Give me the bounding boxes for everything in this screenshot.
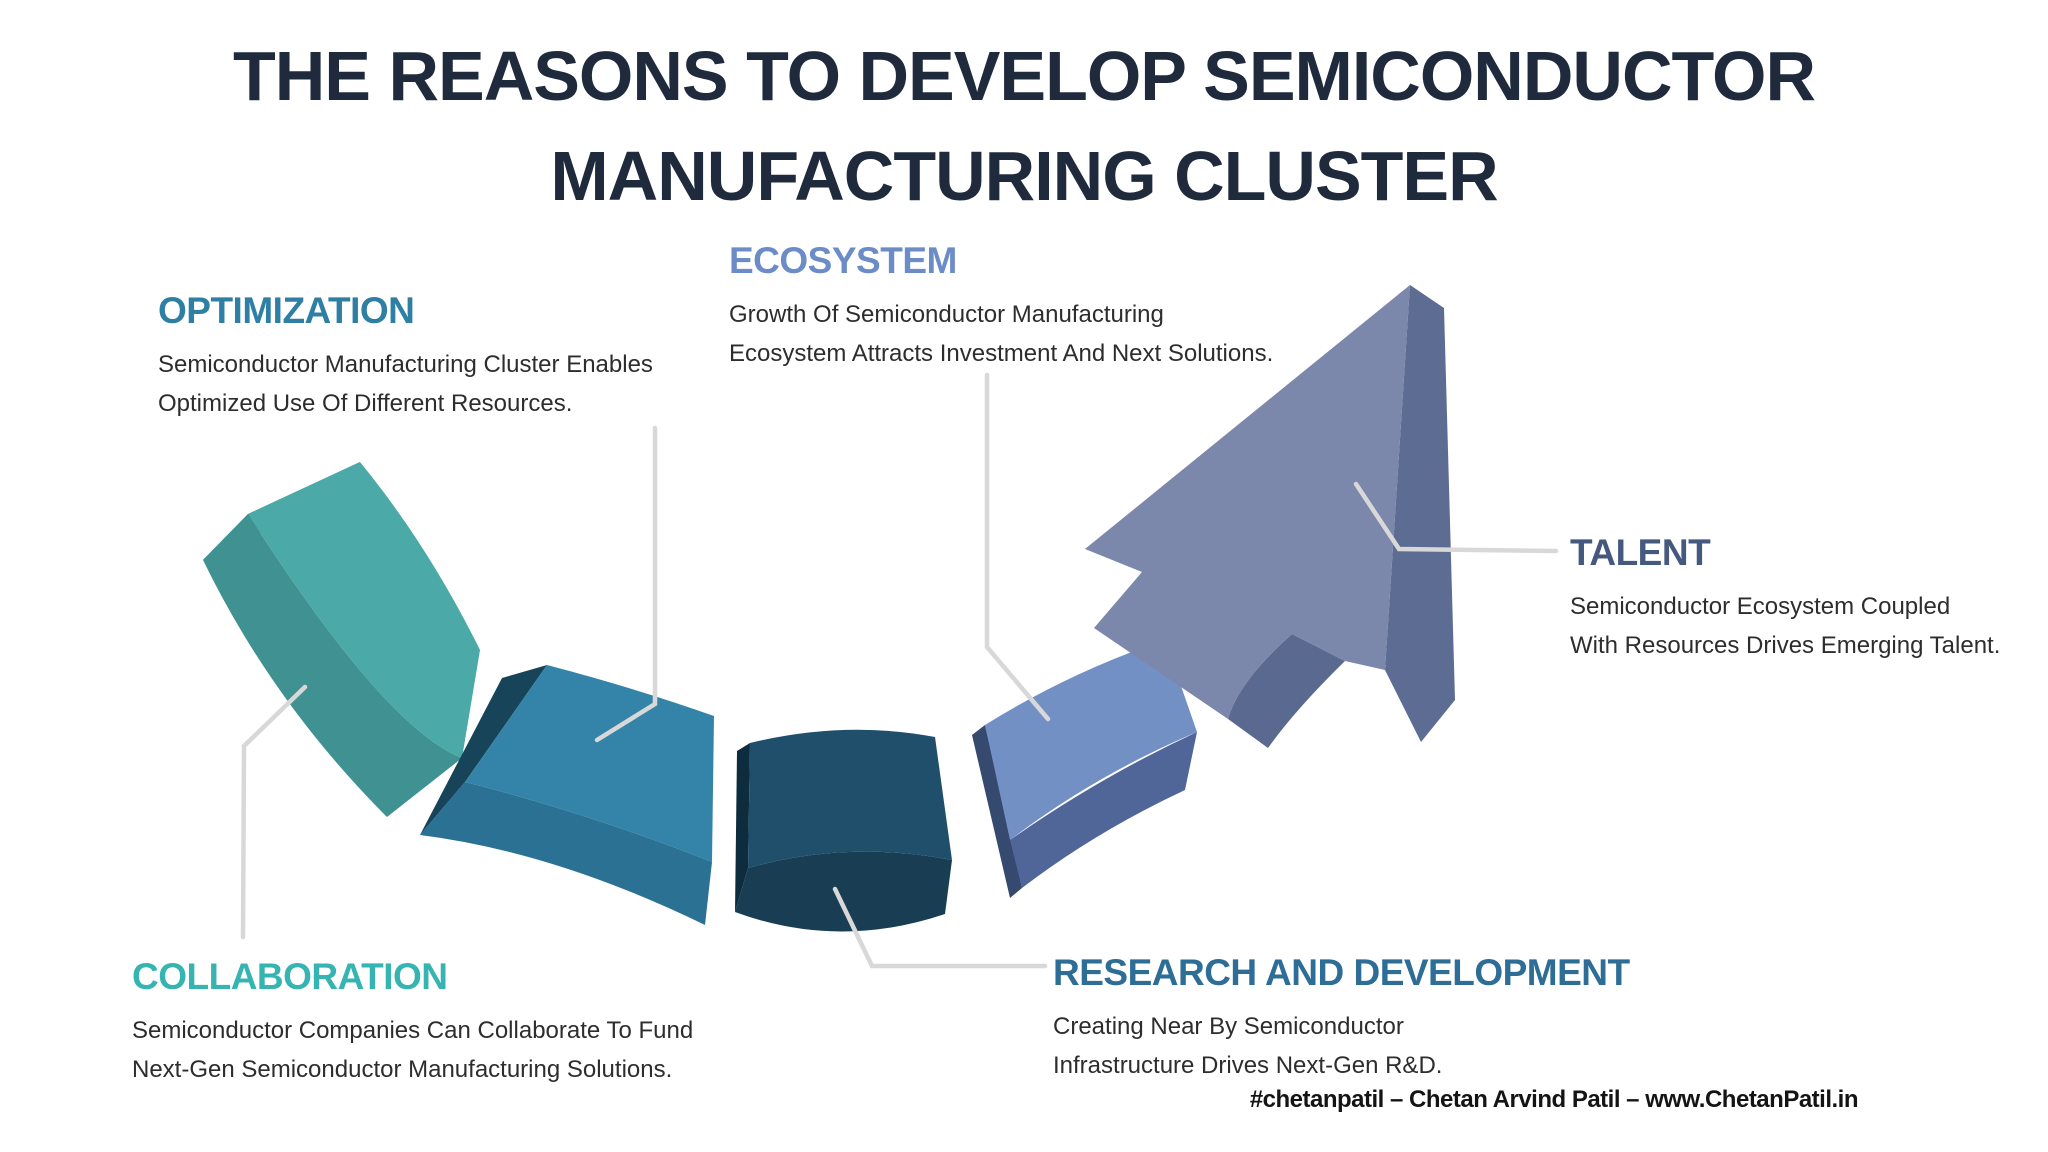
- segment-collaboration-side-face: [203, 514, 462, 817]
- leader-line-ecosystem: [984, 372, 1051, 722]
- arrow-right-side-face: [1385, 285, 1455, 742]
- research-text-line1: Creating Near By Semiconductor: [1053, 1012, 1404, 1040]
- leader-line-talent: [1353, 481, 1559, 554]
- page-title-line1: THE REASONS TO DEVELOP SEMICONDUCTOR: [233, 37, 1816, 115]
- ecosystem-text-line1: Growth Of Semiconductor Manufacturing: [729, 300, 1164, 328]
- leader-line-collaboration: [240, 684, 308, 940]
- collaboration-text-line1: Semiconductor Companies Can Collaborate …: [132, 1016, 694, 1044]
- optimization-heading: OPTIMIZATION: [158, 290, 415, 331]
- segment-ecosystem-side-face: [1010, 732, 1197, 888]
- segment-ecosystem-endcap: [972, 725, 1022, 898]
- arrow-front-face: [1085, 285, 1410, 719]
- segment-optimization: [420, 665, 714, 925]
- arrow-tail-side-face: [1228, 634, 1345, 748]
- footer-credit: #chetanpatil – Chetan Arvind Patil – www…: [1249, 1086, 1859, 1113]
- segment-research-endcap: [735, 743, 750, 912]
- page-title-line2: MANUFACTURING CLUSTER: [550, 137, 1498, 215]
- segment-collaboration-top-face: [248, 462, 480, 758]
- talent-text-line2: With Resources Drives Emerging Talent.: [1570, 631, 2001, 659]
- collaboration-heading: COLLABORATION: [132, 956, 448, 997]
- label-collaboration: COLLABORATION Semiconductor Companies Ca…: [132, 956, 693, 1089]
- label-optimization: OPTIMIZATION Semiconductor Manufacturing…: [158, 290, 653, 423]
- optimization-text-line2: Optimized Use Of Different Resources.: [158, 389, 573, 417]
- talent-text-line1: Semiconductor Ecosystem Coupled: [1570, 592, 1951, 620]
- leader-line-optimization: [594, 425, 658, 743]
- collaboration-text-line2: Next-Gen Semiconductor Manufacturing Sol…: [132, 1055, 673, 1083]
- research-heading: RESEARCH AND DEVELOPMENT: [1053, 952, 1630, 993]
- page-title: THE REASONS TO DEVELOP SEMICONDUCTOR MAN…: [0, 26, 2048, 226]
- optimization-text-line1: Semiconductor Manufacturing Cluster Enab…: [158, 350, 653, 378]
- segment-research: [735, 729, 952, 932]
- label-ecosystem: ECOSYSTEM Growth Of Semiconductor Manufa…: [729, 240, 1273, 373]
- ecosystem-heading: ECOSYSTEM: [729, 240, 957, 281]
- leader-line-research: [832, 886, 1048, 969]
- talent-heading: TALENT: [1570, 532, 1711, 573]
- research-text-line2: Infrastructure Drives Next-Gen R&D.: [1053, 1051, 1443, 1079]
- segment-optimization-endcap: [420, 665, 547, 835]
- ecosystem-text-line2: Ecosystem Attracts Investment And Next S…: [729, 339, 1274, 367]
- segment-collaboration: [203, 462, 480, 817]
- segment-research-top-face: [748, 729, 952, 868]
- segment-optimization-top-face: [465, 665, 714, 862]
- segment-talent-arrow: [1085, 285, 1455, 748]
- segment-optimization-side-face: [420, 782, 712, 925]
- segment-research-side-face: [735, 851, 952, 932]
- leader-lines: [240, 372, 1559, 969]
- segment-ecosystem: [972, 640, 1197, 898]
- segment-ecosystem-top-face: [985, 640, 1197, 840]
- label-talent: TALENT Semiconductor Ecosystem Coupled W…: [1570, 532, 2000, 665]
- label-research-and-development: RESEARCH AND DEVELOPMENT Creating Near B…: [1053, 952, 1630, 1085]
